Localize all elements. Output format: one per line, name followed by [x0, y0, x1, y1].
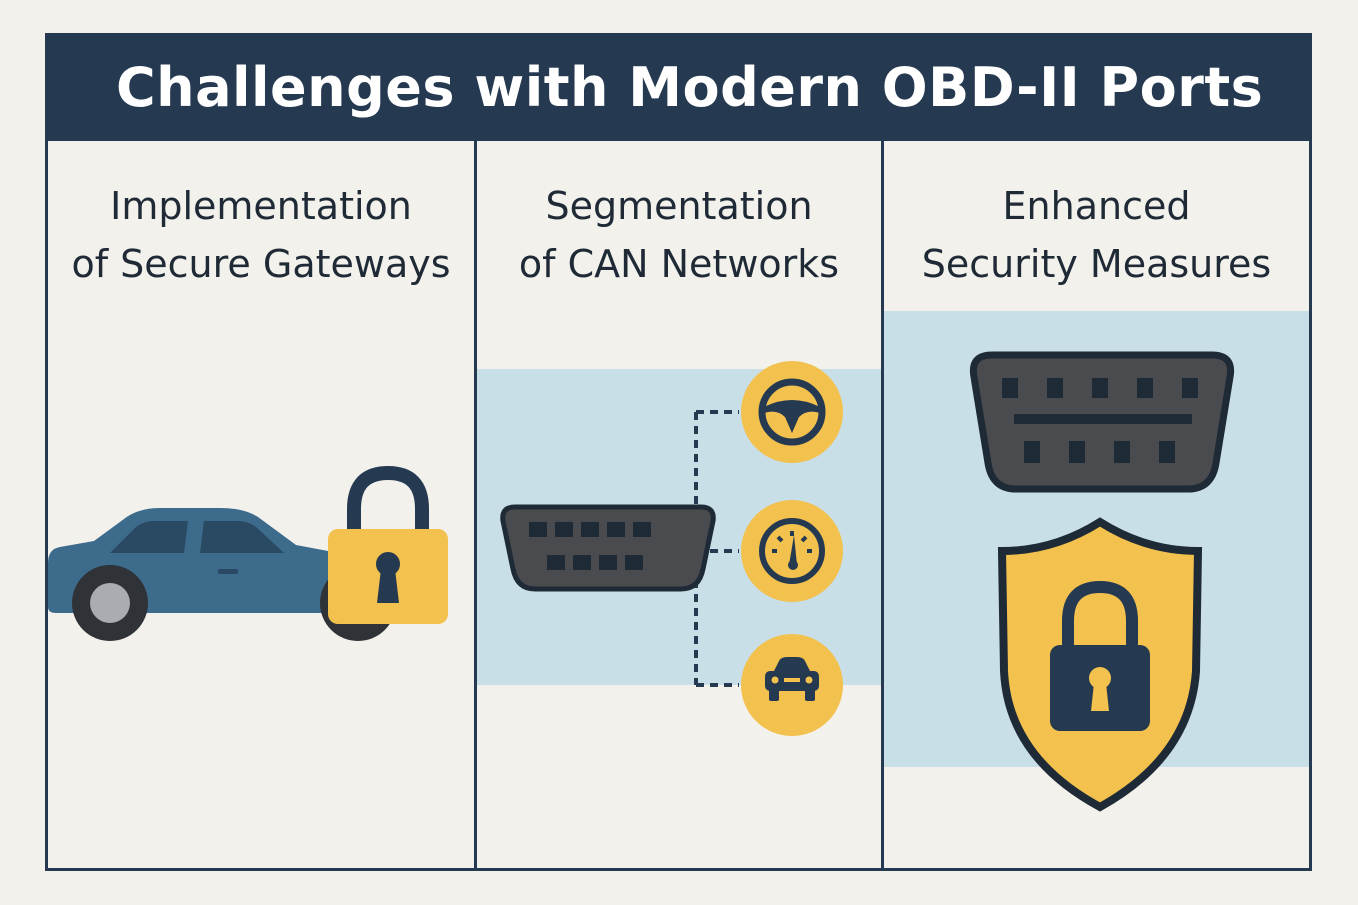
obd-connector-icon [969, 351, 1235, 493]
panel-title: Enhanced Security Measures [884, 177, 1309, 293]
header-bar: Challenges with Modern OBD-II Ports [48, 36, 1309, 141]
obd-connector-icon [500, 504, 716, 592]
padlock-icon [328, 465, 448, 624]
shield-lock-icon [997, 517, 1203, 812]
panel-title-line: Security Measures [921, 242, 1272, 286]
panel-secure-gateways: Implementation of Secure Gateways [48, 141, 474, 868]
panel-title-line: of CAN Networks [518, 242, 840, 286]
panel-title-line: Segmentation [545, 184, 813, 228]
infographic-frame: Challenges with Modern OBD-II Ports Impl… [45, 33, 1312, 871]
page-title: Challenges with Modern OBD-II Ports [116, 56, 1264, 119]
car-front-icon [741, 634, 843, 736]
panel-divider [474, 141, 477, 868]
panel-can-segmentation: Segmentation of CAN Networks [477, 141, 881, 868]
security-illustration [969, 351, 1235, 812]
can-network-diagram [500, 361, 843, 736]
speedometer-icon [741, 500, 843, 602]
panel-divider [881, 141, 884, 868]
panel-enhanced-security: Enhanced Security Measures [884, 141, 1309, 868]
panel-title: Implementation of Secure Gateways [48, 177, 474, 293]
panel-title-line: of Secure Gateways [71, 242, 451, 286]
panel-title: Segmentation of CAN Networks [477, 177, 881, 293]
panel-title-line: Implementation [110, 184, 412, 228]
steering-wheel-icon [741, 361, 843, 463]
panel-title-line: Enhanced [1002, 184, 1191, 228]
